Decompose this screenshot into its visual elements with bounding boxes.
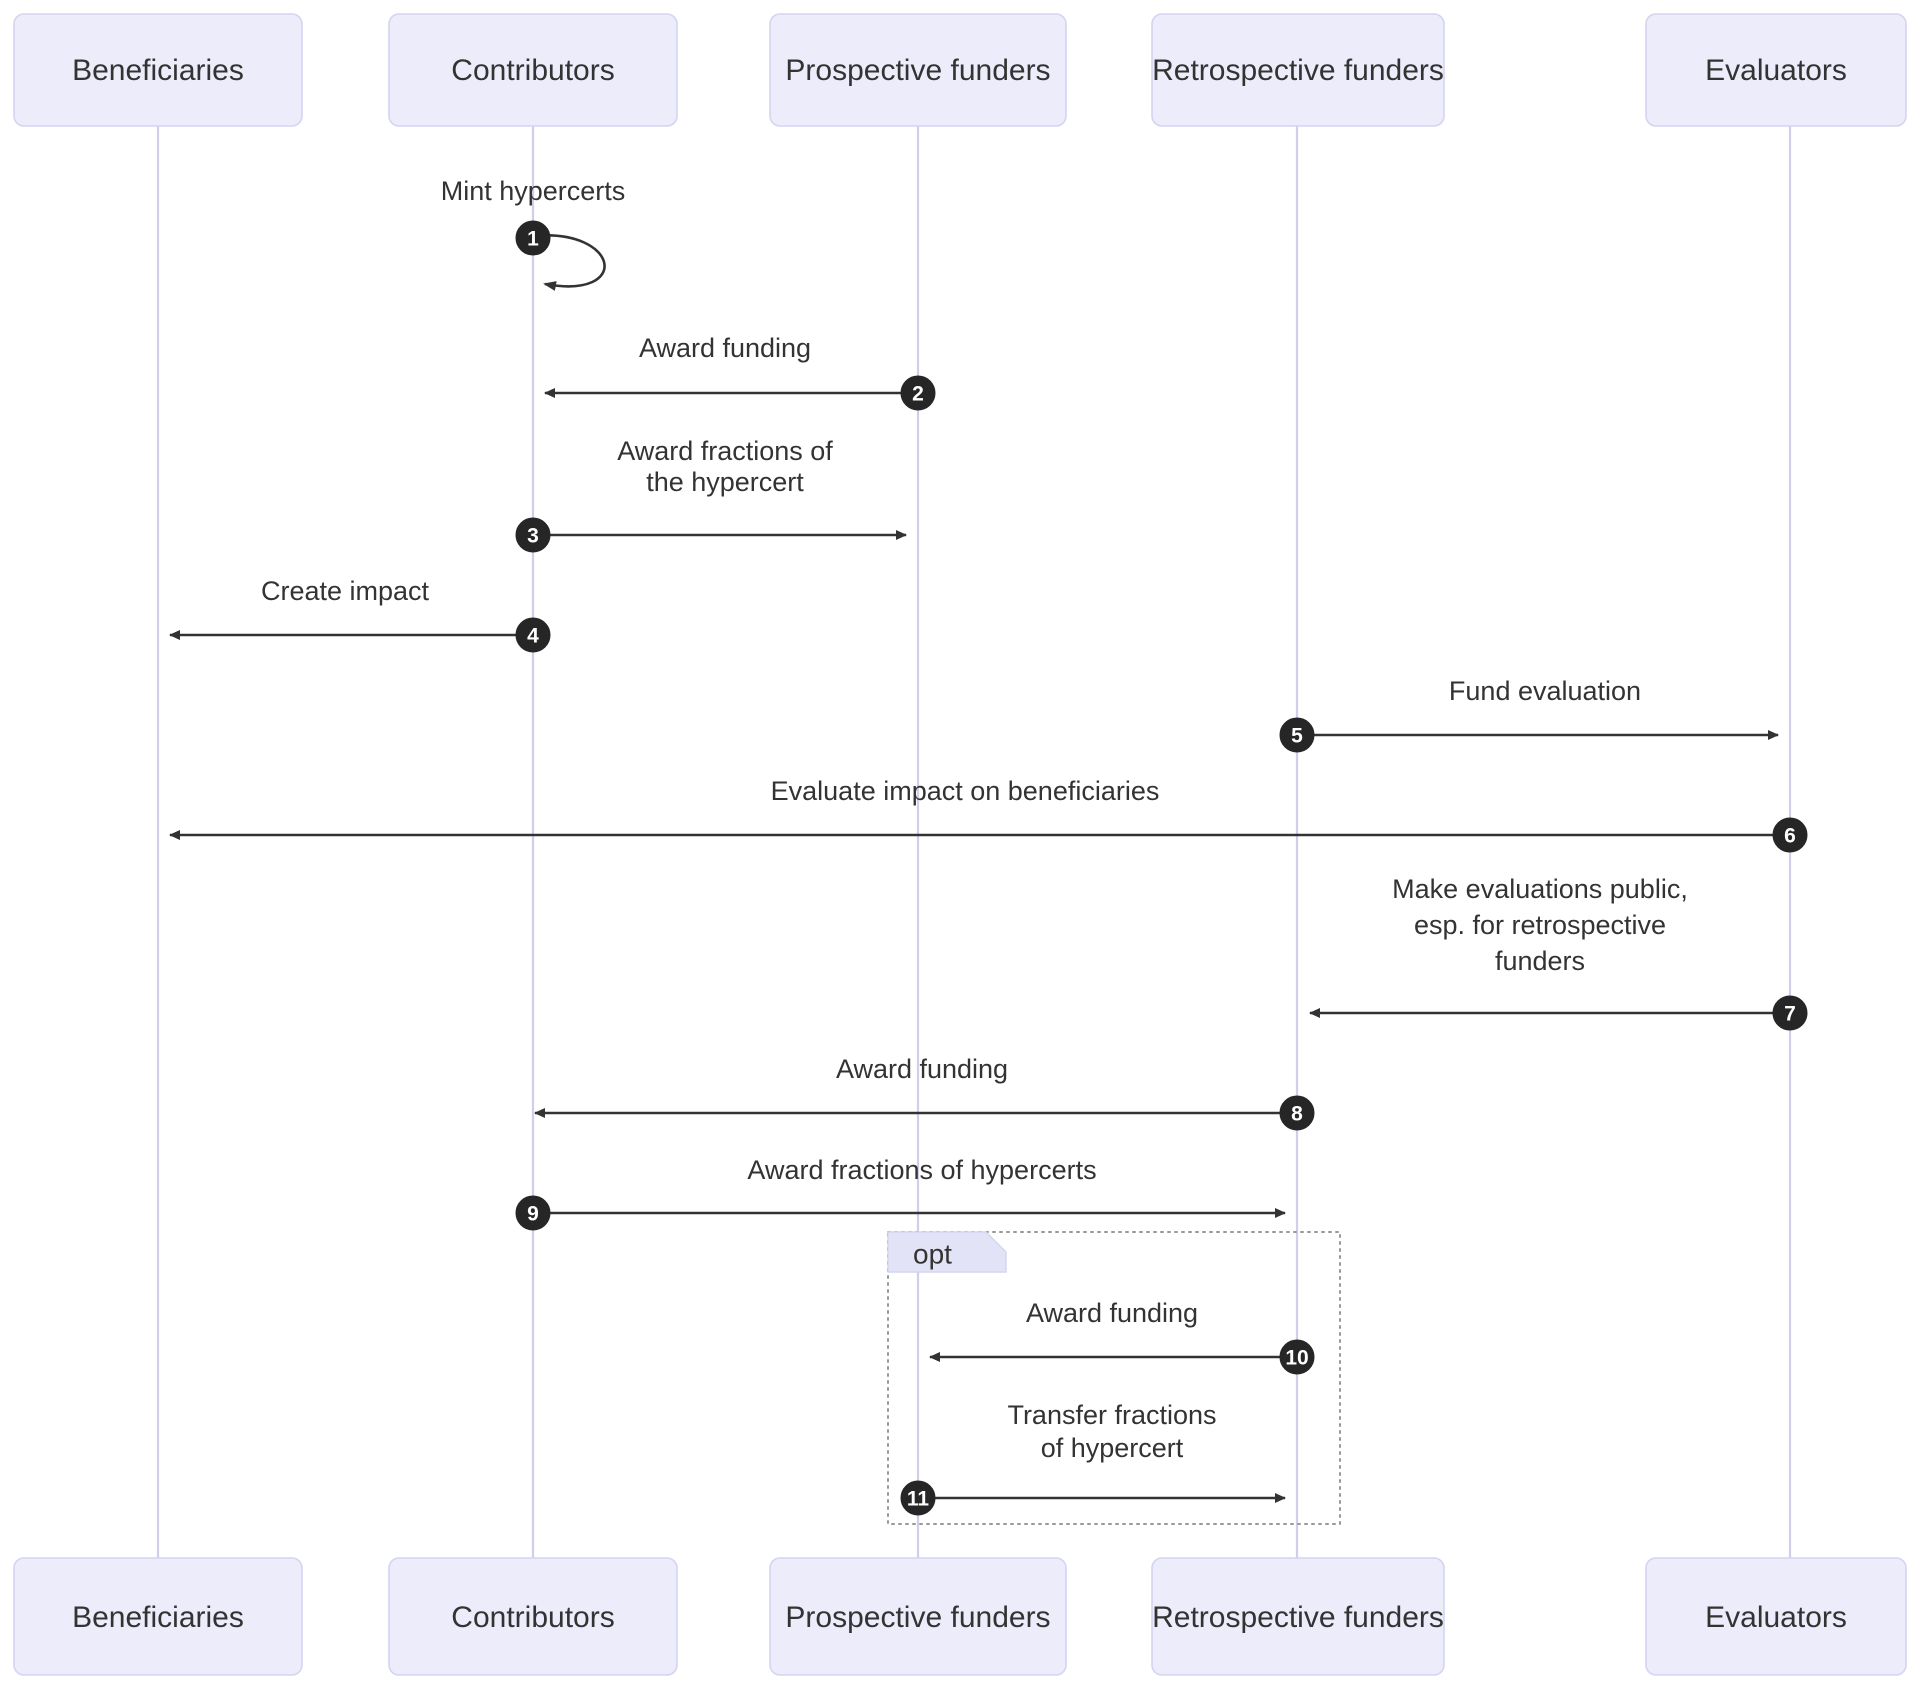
message-6-sequence-marker bbox=[1772, 817, 1808, 853]
message-9-label: Award fractions of hypercerts bbox=[747, 1155, 1096, 1185]
actor-box[interactable] bbox=[769, 1557, 1067, 1676]
message-7-label-line-2: esp. for retrospective bbox=[1414, 910, 1666, 940]
actor-label-beneficiaries-bottom: Beneficiaries bbox=[72, 1601, 244, 1634]
message-4-sequence-number: 4 bbox=[527, 625, 539, 648]
fragment-opt[interactable]: opt bbox=[887, 1231, 1341, 1525]
actor-footer-evaluators[interactable]: Evaluators bbox=[1645, 1557, 1907, 1676]
message-11-sequence-marker bbox=[900, 1480, 936, 1516]
message-8-sequence-marker bbox=[1279, 1095, 1315, 1131]
actor-header-prospective-funders[interactable]: Prospective funders bbox=[769, 13, 1067, 127]
message-3-sequence-number: 3 bbox=[527, 525, 539, 548]
message-1-sequence-marker bbox=[515, 220, 551, 256]
message-1-label: Mint hypercerts bbox=[441, 176, 626, 206]
actor-footer-beneficiaries[interactable]: Beneficiaries bbox=[13, 1557, 303, 1676]
message-1-self-loop-arrow bbox=[532, 234, 606, 291]
message-10-award-funding[interactable]: Award funding 10 bbox=[929, 1298, 1315, 1375]
message-3-sequence-marker bbox=[515, 517, 551, 553]
actor-footer-contributors[interactable]: Contributors bbox=[388, 1557, 678, 1676]
message-6-evaluate-impact-on-beneficiaries[interactable]: Evaluate impact on beneficiaries 6 bbox=[169, 776, 1808, 853]
actor-header-contributors[interactable]: Contributors bbox=[388, 13, 678, 127]
message-7-make-evaluations-public[interactable]: Make evaluations public, esp. for retros… bbox=[1309, 874, 1808, 1031]
message-1-mint-hypercerts[interactable]: Mint hypercerts 1 bbox=[441, 176, 626, 291]
message-4-create-impact[interactable]: Create impact 4 bbox=[169, 576, 551, 653]
actor-box[interactable] bbox=[13, 1557, 303, 1676]
message-10-sequence-number: 10 bbox=[1285, 1347, 1308, 1370]
actor-label-contributors-top: Contributors bbox=[451, 54, 614, 87]
message-2-sequence-marker bbox=[900, 375, 936, 411]
message-7-sequence-number: 7 bbox=[1784, 1003, 1796, 1026]
message-3-award-fractions-of-the-hypercert[interactable]: Award fractions of the hypercert 3 bbox=[515, 436, 907, 553]
message-2-award-funding[interactable]: Award funding 2 bbox=[544, 333, 936, 411]
actor-footer-prospective-funders[interactable]: Prospective funders bbox=[769, 1557, 1067, 1676]
message-11-label-line-1: Transfer fractions bbox=[1007, 1400, 1216, 1430]
message-3-label-line-2: the hypercert bbox=[646, 467, 804, 497]
message-10-sequence-marker bbox=[1279, 1339, 1315, 1375]
message-7-label-line-1: Make evaluations public, bbox=[1392, 874, 1688, 904]
message-5-sequence-marker bbox=[1279, 717, 1315, 753]
opt-frame-border bbox=[887, 1231, 1341, 1525]
actor-box[interactable] bbox=[1645, 13, 1907, 127]
actor-header-evaluators[interactable]: Evaluators bbox=[1645, 13, 1907, 127]
actor-label-evaluators-top: Evaluators bbox=[1705, 54, 1847, 87]
message-2-label: Award funding bbox=[639, 333, 811, 363]
actor-label-prospective-funders-top: Prospective funders bbox=[785, 54, 1050, 87]
opt-tab-shape bbox=[887, 1231, 1007, 1273]
message-11-label-line-2: of hypercert bbox=[1041, 1433, 1184, 1463]
actor-header-beneficiaries[interactable]: Beneficiaries bbox=[13, 13, 303, 127]
actor-box[interactable] bbox=[1645, 1557, 1907, 1676]
message-9-sequence-marker bbox=[515, 1195, 551, 1231]
actor-box[interactable] bbox=[388, 1557, 678, 1676]
actor-label-contributors-bottom: Contributors bbox=[451, 1601, 614, 1634]
actor-label-evaluators-bottom: Evaluators bbox=[1705, 1601, 1847, 1634]
message-4-sequence-marker bbox=[515, 617, 551, 653]
message-8-label: Award funding bbox=[836, 1054, 1008, 1084]
actor-label-retrospective-funders-top: Retrospective funders bbox=[1152, 54, 1444, 87]
actor-label-beneficiaries-top: Beneficiaries bbox=[72, 54, 244, 87]
actor-box[interactable] bbox=[13, 13, 303, 127]
message-2-sequence-number: 2 bbox=[912, 383, 924, 406]
message-8-award-funding[interactable]: Award funding 8 bbox=[534, 1054, 1315, 1131]
message-6-sequence-number: 6 bbox=[1784, 825, 1796, 848]
actor-box[interactable] bbox=[769, 13, 1067, 127]
message-5-sequence-number: 5 bbox=[1291, 725, 1303, 748]
message-9-award-fractions-of-hypercerts[interactable]: Award fractions of hypercerts 9 bbox=[515, 1155, 1286, 1231]
message-6-label: Evaluate impact on beneficiaries bbox=[771, 776, 1160, 806]
actor-label-retrospective-funders-bottom: Retrospective funders bbox=[1152, 1601, 1444, 1634]
message-4-label: Create impact bbox=[261, 576, 430, 606]
actor-box[interactable] bbox=[1151, 13, 1445, 127]
message-5-fund-evaluation[interactable]: Fund evaluation 5 bbox=[1279, 676, 1779, 753]
message-9-sequence-number: 9 bbox=[527, 1203, 539, 1226]
message-10-label: Award funding bbox=[1026, 1298, 1198, 1328]
message-11-sequence-number: 11 bbox=[907, 1488, 930, 1511]
message-8-sequence-number: 8 bbox=[1291, 1103, 1303, 1126]
actor-label-prospective-funders-bottom: Prospective funders bbox=[785, 1601, 1050, 1634]
message-11-transfer-fractions-of-hypercert[interactable]: Transfer fractions of hypercert 11 bbox=[900, 1400, 1286, 1516]
actor-header-retrospective-funders[interactable]: Retrospective funders bbox=[1151, 13, 1445, 127]
message-7-label-line-3: funders bbox=[1495, 946, 1585, 976]
message-3-label-line-1: Award fractions of bbox=[617, 436, 833, 466]
message-5-label: Fund evaluation bbox=[1449, 676, 1641, 706]
actor-footer-retrospective-funders[interactable]: Retrospective funders bbox=[1151, 1557, 1445, 1676]
opt-tab-label: opt bbox=[913, 1238, 952, 1269]
message-1-sequence-number: 1 bbox=[527, 228, 539, 251]
actor-box[interactable] bbox=[1151, 1557, 1445, 1676]
lifelines-group bbox=[156, 126, 1792, 1560]
message-7-sequence-marker bbox=[1772, 995, 1808, 1031]
actor-box[interactable] bbox=[388, 13, 678, 127]
